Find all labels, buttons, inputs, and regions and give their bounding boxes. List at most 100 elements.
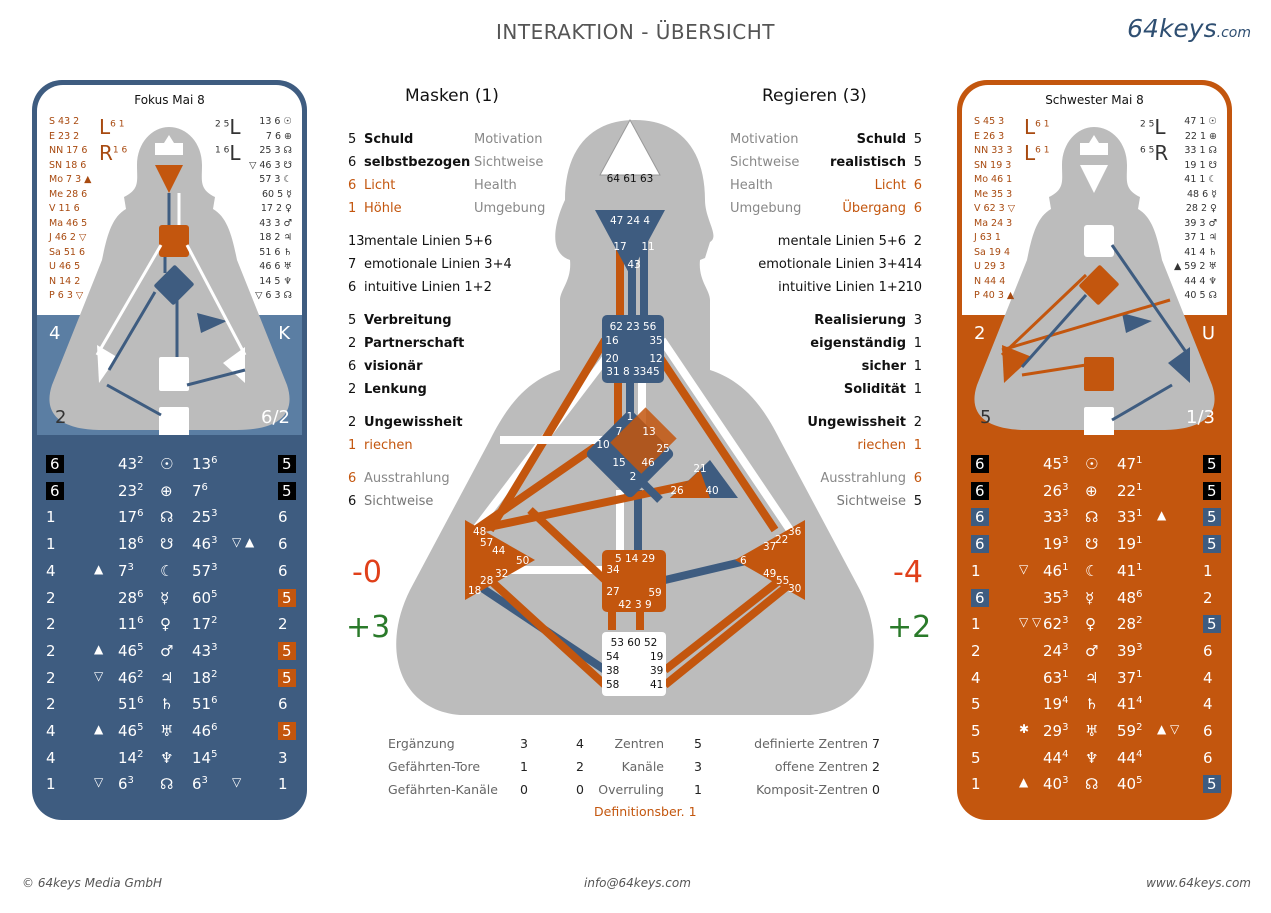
row-gate-personality: 63	[192, 775, 208, 793]
planet-entry: P 6 3 ▽	[49, 290, 84, 301]
planet-entry: 33 1 ☊	[1184, 145, 1217, 156]
stat-value: 2	[872, 759, 880, 774]
planet-entry: 37 1 ♃	[1184, 232, 1217, 243]
row-line-right: 3	[278, 748, 288, 767]
row-aspect: Health	[474, 178, 517, 193]
row-label: mentale Linien 5+6	[777, 234, 906, 249]
sacral-gates-bottom: 42 3 9	[618, 599, 651, 611]
gate-number: 59	[1117, 722, 1137, 740]
gate-line: 1	[1062, 668, 1069, 680]
row-line-left: 6	[971, 535, 989, 554]
gate-number: 22	[1117, 481, 1137, 500]
footer-url[interactable]: www.64keys.com	[1146, 876, 1251, 890]
root-gate-38: 38	[606, 665, 619, 677]
spleen-gate-32: 32	[495, 568, 508, 580]
planet-entry: V 62 3 ▽	[974, 203, 1015, 214]
g-gate-10: 10	[596, 439, 609, 451]
left-card-arrow-3: 2 5L	[215, 115, 241, 139]
throat-center	[602, 315, 664, 383]
row-gate-personality: 145	[192, 749, 217, 767]
root-gates-top: 53 60 52	[611, 637, 658, 649]
gate-number: 51	[192, 695, 212, 714]
planet-entry: 41 4 ♄	[1184, 246, 1217, 258]
row-aspect: Sichtweise	[474, 155, 544, 170]
row-line-left: 5	[971, 695, 981, 714]
row-marker-left: ▽	[1019, 561, 1029, 576]
left-mini-bodygraph	[49, 127, 290, 435]
row-gate-personality: 463	[192, 535, 217, 553]
stat-value-a: 1	[520, 759, 528, 774]
gate-number: 40	[1117, 775, 1137, 794]
planet-entry: S 45 3	[974, 116, 1005, 127]
right-mini-bodygraph	[974, 127, 1215, 435]
row-gate-design: 293	[1043, 722, 1068, 740]
spleen-gate-28: 28	[480, 575, 493, 587]
row-gate-personality: 516	[192, 695, 217, 713]
right-card-profile: 1/3	[1186, 407, 1215, 428]
page-title: INTERAKTION - ÜBERSICHT	[496, 20, 775, 44]
row-gate-design: 631	[1043, 669, 1068, 687]
ajna-gate-17: 17	[613, 241, 626, 253]
gate-number: 28	[118, 588, 138, 607]
row-aspect: Motivation	[474, 132, 543, 147]
planet-symbol: ☋	[1085, 535, 1099, 554]
gate-number: 51	[118, 695, 138, 714]
gate-number: 45	[1043, 455, 1063, 473]
throat-gates-bottom: 31 8 3345	[606, 366, 659, 378]
root-center	[602, 632, 666, 696]
stat-label: Zentren	[614, 736, 664, 751]
planet-symbol: ♂	[1085, 641, 1099, 660]
gate-line: 2	[211, 615, 218, 627]
row-line-right: 5	[278, 722, 296, 740]
gate-number: 17	[118, 508, 138, 527]
row-line-left: 1	[971, 615, 981, 634]
row-line-left: 6	[971, 481, 989, 500]
gate-line: 2	[137, 481, 144, 493]
row-count: 3	[913, 313, 922, 328]
stat-label: Kanäle	[621, 759, 664, 774]
planet-entry: 60 5 ☿	[261, 188, 292, 200]
row-label: Sichtweise	[364, 494, 434, 509]
stat-value: 0	[872, 782, 880, 797]
right-card-type-letter: U	[1201, 323, 1215, 344]
gate-line: 5	[211, 748, 218, 760]
brand-logo[interactable]: 64keys.com	[1127, 14, 1251, 43]
planet-entry: ▽ 6 3 ☊	[255, 290, 292, 301]
row-count: 1	[348, 201, 357, 216]
gate-line: 3	[211, 508, 218, 520]
gate-line: 6	[211, 722, 218, 733]
gate-number: 28	[1117, 615, 1137, 634]
row-gate-personality: 393	[1117, 642, 1142, 660]
planet-symbol: ☿	[160, 588, 170, 607]
gate-number: 57	[192, 561, 212, 580]
row-aspect: Umgebung	[730, 201, 802, 216]
row-gate-personality: 486	[1117, 589, 1142, 607]
row-line-right: 5	[278, 481, 296, 500]
planet-symbol: ♃	[160, 668, 174, 687]
row-label: intuitive Linien 1+2	[364, 280, 492, 295]
row-label: selbstbezogen	[364, 155, 471, 170]
gate-line: 6	[137, 615, 144, 627]
left-card-arrow-2: R1 6	[99, 141, 128, 165]
footer-email[interactable]: info@64keys.com	[584, 876, 691, 890]
row-gate-design: 465	[118, 642, 143, 660]
gate-line: 3	[201, 775, 208, 787]
row-gate-design: 286	[118, 589, 143, 607]
gate-number: 48	[1117, 588, 1137, 607]
